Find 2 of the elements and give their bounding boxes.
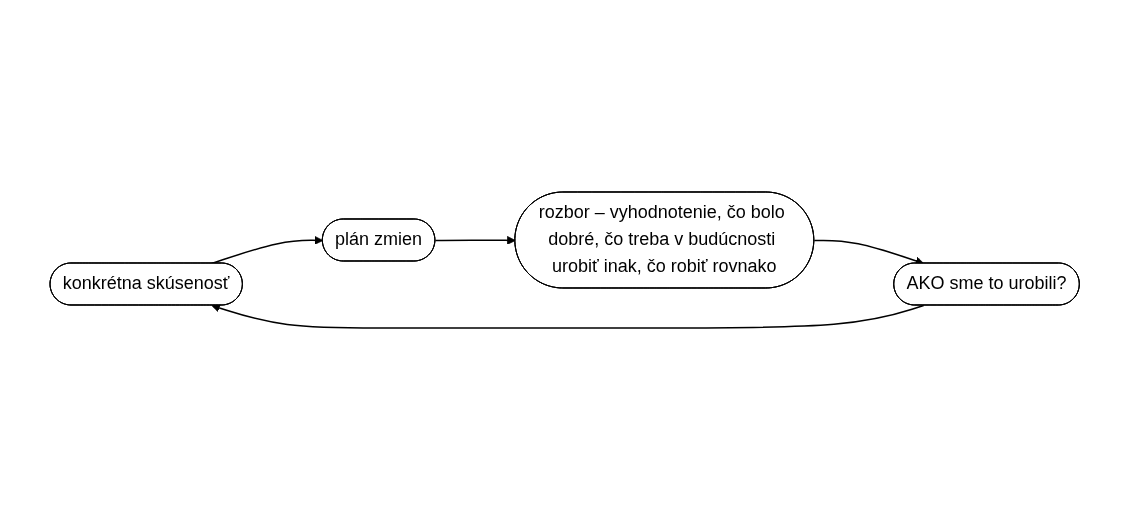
arrow [211, 303, 925, 329]
arrow [434, 235, 516, 245]
